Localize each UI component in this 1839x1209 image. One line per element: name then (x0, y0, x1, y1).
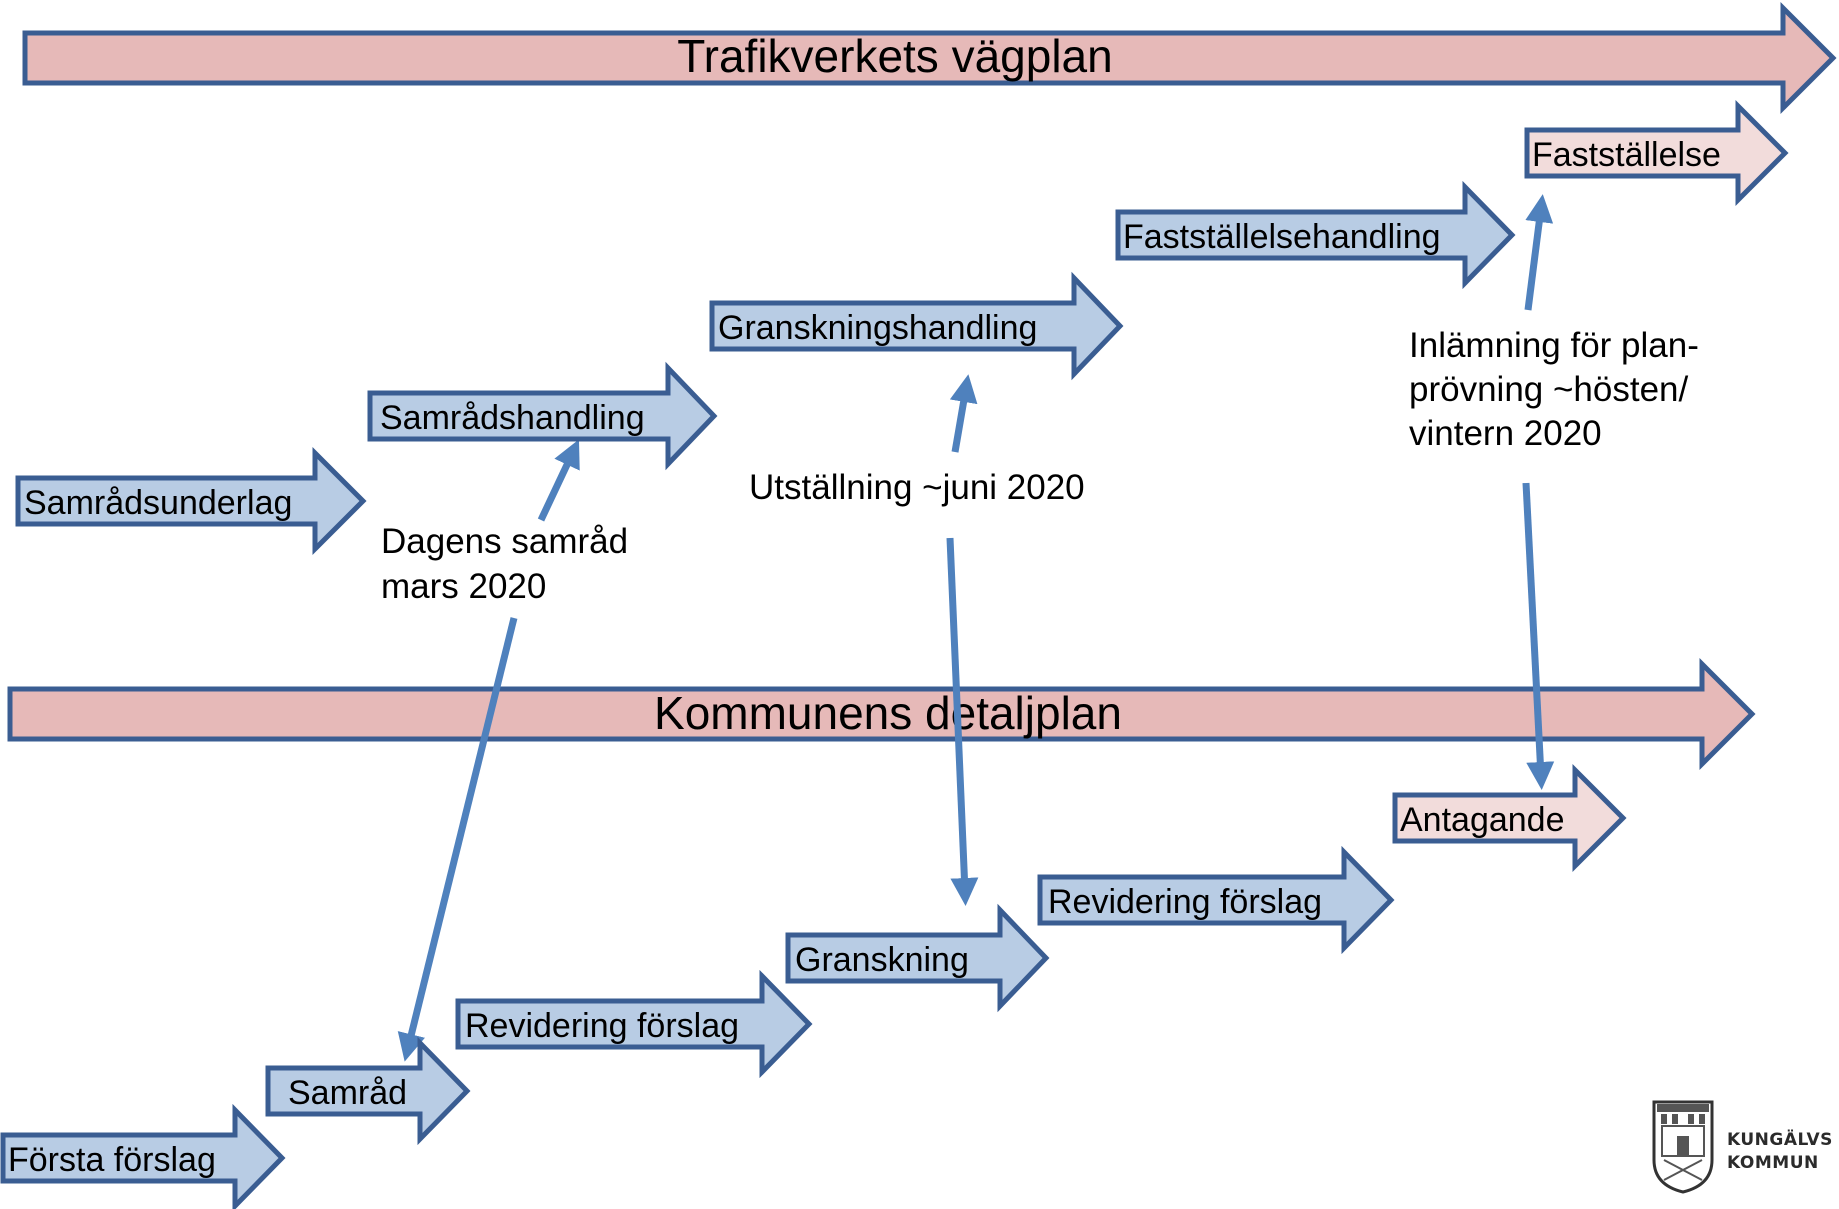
note-line: prövning ~hösten/ (1409, 370, 1689, 409)
vagplan-step-samradsunderlag: Samrådsunderlag (15, 446, 367, 556)
coat-of-arms-icon (1652, 1100, 1714, 1194)
step-label: Samråd (288, 1074, 407, 1112)
vagplan-step-granskningshandling: Granskningshandling (709, 271, 1124, 381)
detaljplan-band: Kommunens detaljplan (7, 657, 1756, 771)
detaljplan-step-antagande: Antagande (1392, 763, 1627, 873)
vagplan-step-faststallelse: Fastställelse (1524, 99, 1789, 207)
vagplan-band: Trafikverkets vägplan (22, 1, 1837, 115)
kungalvs-logo: KUNGÄLVS KOMMUN (1652, 1100, 1833, 1194)
vagplan-band-label: Trafikverkets vägplan (677, 30, 1112, 82)
step-label: Fastställelsehandling (1123, 218, 1441, 256)
step-label: Antagande (1400, 801, 1565, 839)
step-label: Samrådshandling (380, 399, 645, 437)
note-line: vintern 2020 (1409, 414, 1602, 453)
connector-samrad-down (397, 617, 518, 1062)
note-samrad: Dagens samråd mars 2020 (381, 522, 628, 606)
connector-samrad-up (537, 439, 580, 522)
step-label: Granskning (795, 941, 969, 979)
connector-utstallning-up (949, 374, 978, 453)
connector-utstallning-down (946, 537, 979, 906)
note-inlamning: Inlämning för plan- prövning ~hösten/ vi… (1409, 326, 1699, 453)
step-label: Granskningshandling (718, 309, 1037, 347)
connector-inlamning-up (1524, 194, 1554, 311)
detaljplan-step-revidering-2: Revidering förslag (1037, 845, 1395, 955)
note-line: Utställning ~juni 2020 (749, 468, 1085, 507)
connector-inlamning-down (1522, 482, 1555, 790)
detaljplan-step-revidering-1: Revidering förslag (455, 969, 813, 1079)
logo-line1: KUNGÄLVS (1727, 1128, 1833, 1150)
step-label: Revidering förslag (465, 1007, 739, 1045)
note-line: Dagens samråd (381, 522, 628, 561)
note-line: Inlämning för plan- (1409, 326, 1699, 365)
note-line: mars 2020 (381, 567, 546, 606)
detaljplan-step-samrad: Samråd (265, 1036, 471, 1146)
logo-line2: KOMMUN (1727, 1153, 1819, 1173)
detaljplan-band-label: Kommunens detaljplan (654, 687, 1122, 739)
detaljplan-step-forsta-forslag: Första förslag (0, 1103, 286, 1209)
step-label: Första förslag (8, 1141, 216, 1179)
note-utstallning: Utställning ~juni 2020 (749, 468, 1085, 507)
vagplan-step-samradshandling: Samrådshandling (367, 361, 718, 471)
step-label: Revidering förslag (1048, 883, 1322, 921)
vagplan-step-faststallelsehandling: Fastställelsehandling (1115, 180, 1516, 290)
detaljplan-step-granskning: Granskning (785, 903, 1050, 1013)
step-label: Samrådsunderlag (24, 484, 292, 522)
step-label: Fastställelse (1532, 136, 1721, 174)
connectors (397, 194, 1555, 1062)
